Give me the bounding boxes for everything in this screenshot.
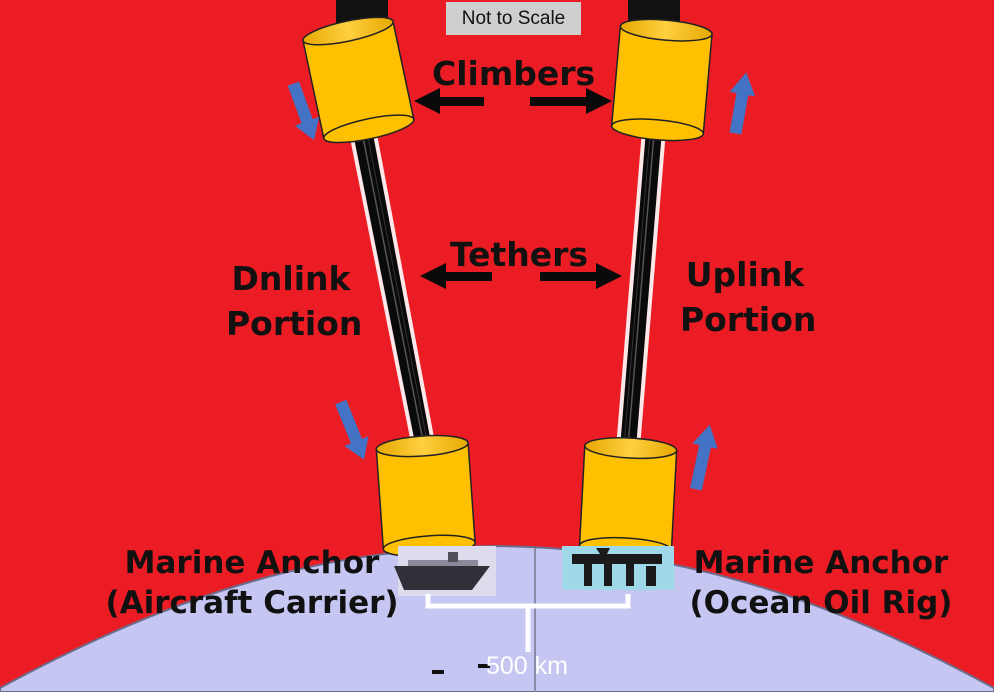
dnlink-line2: Portion [226,304,363,343]
right-anchor-label: Marine Anchor (Ocean Oil Rig) [686,548,956,619]
down-arrow-upper-left [287,81,320,141]
dnlink-portion-label: Dnlink Portion [226,259,363,343]
climbers-pointer-left [414,88,484,114]
tethers-pointer-left [420,263,492,289]
left-anchor-line1: Marine Anchor [124,545,380,581]
climbers-label: Climbers [432,54,596,93]
right-anchor-line2: (Ocean Oil Rig) [689,585,953,621]
right-tether [616,118,667,448]
left-anchor-label: Marine Anchor (Aircraft Carrier) [104,548,400,619]
not-to-scale-note: Not to Scale [446,2,581,35]
left-tether [346,118,436,448]
left-anchor-line2: (Aircraft Carrier) [105,585,399,621]
uplink-line2: Portion [680,300,817,339]
upper-left-climber [302,16,415,144]
uplink-line1: Uplink [685,255,805,294]
earth-surface [0,544,994,692]
upper-right-climber [610,18,713,142]
tethers-label: Tethers [450,235,589,274]
dnlink-line1: Dnlink [231,259,351,298]
lower-left-climber [375,434,476,558]
climbers-pointer-right [530,88,612,114]
distance-label: 500 km [486,652,568,680]
up-arrow-upper-right [729,72,756,135]
down-arrow-lower-left [335,399,369,460]
aircraft-carrier-icon [394,546,496,596]
distance-bracket [425,594,631,652]
uplink-portion-label: Uplink Portion [680,255,817,339]
up-arrow-lower-right [690,424,718,491]
right-anchor-line1: Marine Anchor [693,545,949,581]
surface-mark-left [432,670,444,674]
surface-mark-right [478,664,490,668]
lower-right-climber [578,437,678,559]
tethers-pointer-right [540,263,622,289]
oil-rig-icon [562,546,674,590]
